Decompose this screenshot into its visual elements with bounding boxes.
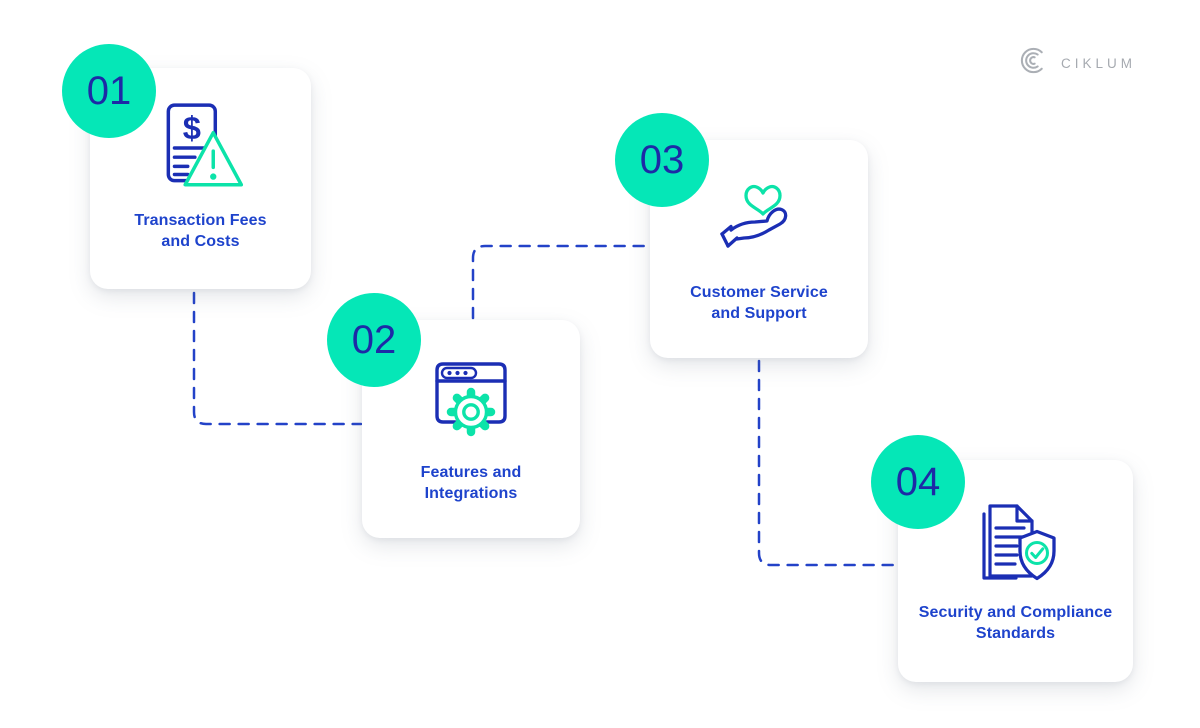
brand-name: CIKLUM	[1060, 55, 1136, 71]
brand-logo: CIKLUM	[1017, 44, 1136, 82]
step-number-badge-3: 03	[615, 113, 709, 207]
step-number: 01	[86, 68, 132, 113]
step-number-badge-1: 01	[62, 44, 156, 138]
step-label: Customer Service and Support	[690, 284, 828, 323]
ciklum-arcs-logo-icon	[1017, 44, 1050, 82]
step-number-badge-2: 02	[327, 293, 421, 387]
step-label: Security and Compliance Standards	[918, 604, 1113, 643]
step-number: 03	[639, 137, 685, 182]
browser-gear-icon	[425, 350, 517, 450]
step-number: 02	[351, 317, 397, 362]
step-label: Transaction Fees and Costs	[134, 212, 267, 251]
invoice-warning-icon: $	[154, 98, 248, 198]
step-card-customer-service: Customer Service and Support	[650, 140, 868, 358]
svg-text:$: $	[182, 109, 200, 146]
document-shield-check-icon	[970, 490, 1062, 590]
connector-step2-step3	[471, 244, 651, 320]
hand-heart-icon	[715, 170, 803, 270]
step-label: Features and Integrations	[420, 464, 522, 503]
step-number: 04	[895, 459, 941, 504]
step-number-badge-4: 04	[871, 435, 965, 529]
